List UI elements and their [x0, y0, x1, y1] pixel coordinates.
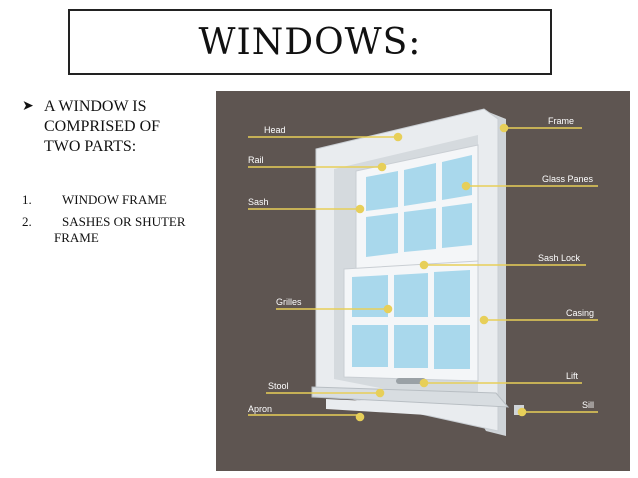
- label-head: Head: [264, 125, 286, 135]
- label-sash: Sash: [248, 197, 269, 207]
- label-sill: Sill: [582, 400, 594, 410]
- window-diagram: Head Rail Sash Grilles Stool Apron Frame…: [216, 91, 630, 471]
- title-box: WINDOWS:: [68, 9, 552, 75]
- numbered-list: 1. WINDOW FRAME 2. SASHES OR SHUTER FRAM…: [22, 192, 212, 246]
- label-rail: Rail: [248, 155, 264, 165]
- label-grilles: Grilles: [276, 297, 302, 307]
- arrow-bullet-icon: ➤: [22, 99, 34, 114]
- label-lift: Lift: [566, 371, 579, 381]
- label-sash-lock: Sash Lock: [538, 253, 581, 263]
- list-text-continuation: FRAME: [54, 230, 99, 245]
- label-glass-panes: Glass Panes: [542, 174, 594, 184]
- bullet-point: ➤ A WINDOW IS COMPRISED OF TWO PARTS:: [22, 97, 212, 157]
- list-number: 2.: [22, 214, 32, 229]
- window-illustration: Head Rail Sash Grilles Stool Apron Frame…: [248, 108, 598, 436]
- list-item: 2. SASHES OR SHUTER: [22, 214, 212, 230]
- list-item: 1. WINDOW FRAME: [22, 192, 212, 208]
- list-text: SASHES OR SHUTER: [62, 214, 186, 229]
- list-text: WINDOW FRAME: [62, 192, 167, 207]
- label-casing: Casing: [566, 308, 594, 318]
- label-frame: Frame: [548, 116, 574, 126]
- bullet-text: A WINDOW IS COMPRISED OF TWO PARTS:: [44, 98, 161, 155]
- list-number: 1.: [22, 192, 32, 207]
- label-stool: Stool: [268, 381, 289, 391]
- label-apron: Apron: [248, 404, 272, 414]
- page-title: WINDOWS:: [198, 21, 422, 63]
